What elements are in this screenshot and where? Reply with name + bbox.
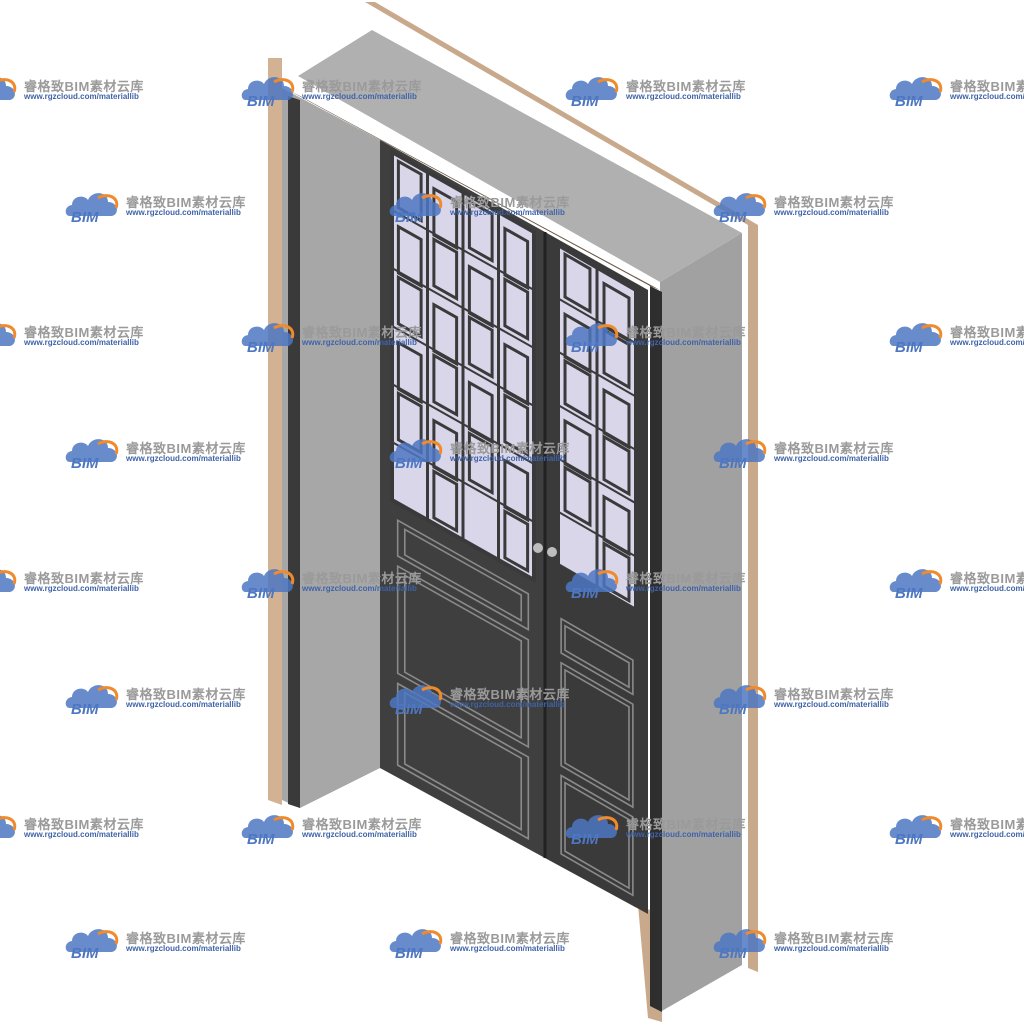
- lattice-fret: [432, 352, 459, 418]
- lattice-fret: [503, 226, 530, 291]
- lattice-fret: [602, 387, 631, 450]
- lattice-fret: [396, 340, 423, 405]
- raised-panel-molding: [564, 781, 630, 890]
- lattice-fret: [563, 358, 592, 421]
- reveal-left: [282, 88, 380, 808]
- raised-panel-molding: [403, 528, 523, 622]
- lattice-fret: [503, 508, 530, 574]
- lattice-right: [556, 241, 638, 614]
- lattice-fret: [503, 392, 530, 458]
- raised-panel-molding: [396, 518, 530, 631]
- lattice-fret: [503, 342, 530, 407]
- lattice-fret: [563, 418, 592, 481]
- lattice-rail: [391, 267, 535, 349]
- lattice-rail: [391, 209, 535, 291]
- raised-panel-molding: [560, 774, 634, 897]
- lattice-rail: [391, 383, 535, 465]
- lattice-fret: [602, 280, 631, 344]
- lattice-fret: [503, 276, 530, 342]
- frame-top-edge: [365, 2, 758, 225]
- lattice-fret: [432, 468, 459, 534]
- lattice-rail: [391, 325, 535, 407]
- lattice-fret: [602, 327, 631, 390]
- lattice-rail: [557, 457, 637, 505]
- raised-panel-molding: [564, 668, 630, 802]
- lattice-fret: [432, 236, 459, 302]
- raised-panel-molding: [396, 564, 530, 749]
- lattice-fret: [467, 380, 494, 445]
- raised-panel-molding: [403, 573, 523, 740]
- lattice-fret: [396, 158, 423, 224]
- frame-right-post: [748, 225, 758, 972]
- raised-panel-molding: [560, 617, 634, 696]
- lower-panels: [396, 518, 634, 897]
- raised-panel-molding: [403, 691, 523, 831]
- lattice-fret: [467, 198, 494, 264]
- door-handle-left: [533, 543, 543, 553]
- lattice-fret: [602, 434, 631, 497]
- lattice-fret: [396, 274, 423, 340]
- lintel-top: [298, 30, 742, 282]
- lattice-left: [390, 148, 536, 584]
- lattice-fret: [432, 186, 459, 251]
- lattice-fret: [563, 465, 592, 528]
- lattice-fret: [503, 458, 530, 523]
- inner-frame-top: [288, 90, 660, 290]
- reveal-right: [660, 233, 742, 1012]
- lattice-rail: [557, 404, 637, 451]
- lattice-fret: [396, 224, 423, 289]
- lattice-rail: [557, 510, 637, 558]
- lattice-fret: [602, 494, 631, 557]
- raised-panel-molding: [396, 682, 530, 841]
- lattice-rail: [557, 350, 637, 398]
- lattice-fret: [467, 264, 494, 329]
- inner-frame-right: [650, 286, 662, 1012]
- lattice-fret: [467, 430, 494, 496]
- frame-left-post: [268, 58, 282, 805]
- door-handle-right: [547, 547, 557, 557]
- raised-panel-molding: [560, 661, 634, 809]
- lattice-fret: [563, 251, 592, 315]
- inner-frame-left: [288, 96, 300, 808]
- lattice-fret: [467, 314, 494, 380]
- raised-panel-molding: [564, 624, 630, 689]
- lattice-fret: [432, 302, 459, 367]
- lattice-rail: [557, 297, 637, 345]
